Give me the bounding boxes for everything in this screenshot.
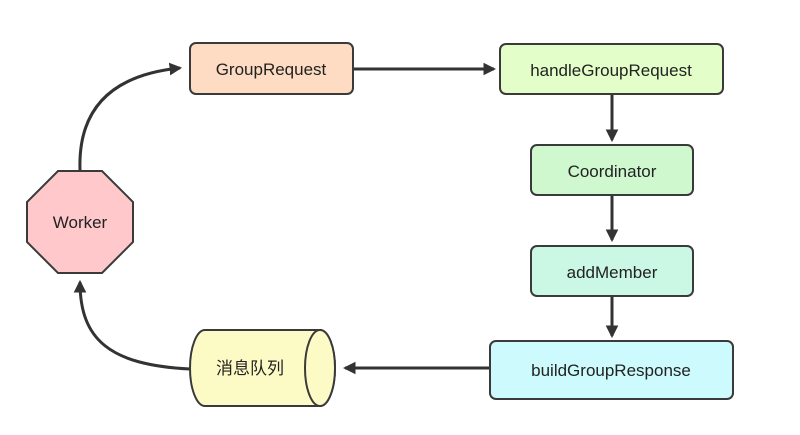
addmember-label: addMember [567,263,658,282]
node-build-group-response[interactable]: buildGroupResponse [489,340,734,400]
edges [73,62,619,375]
grouprequest-box [189,42,354,95]
coordinator-label: Coordinator [568,162,657,181]
node-handle-group-request[interactable]: handleGroupRequest [499,43,724,95]
buildgroupresponse-label: buildGroupResponse [531,361,691,380]
node-worker[interactable]: Worker [26,170,134,274]
grouprequest-label: GroupRequest [216,60,327,79]
queue-label: 消息队列 [216,359,284,379]
buildgroupresponse-box [489,340,734,400]
edge-worker-to-grouprequest [78,62,183,171]
handlegrouprequest-box [499,43,724,95]
edge-queue-to-worker [73,279,191,371]
handlegrouprequest-label: handleGroupRequest [530,61,692,80]
node-add-member[interactable]: addMember [530,245,694,297]
worker-octagon-shape [26,170,134,274]
coordinator-box [530,144,694,196]
node-coordinator[interactable]: Coordinator [530,144,694,196]
queue-cylinder-end [304,329,336,407]
node-group-request[interactable]: GroupRequest [189,42,354,95]
node-message-queue[interactable]: 消息队列 [189,329,336,407]
worker-label: Worker [53,213,108,232]
addmember-box [530,245,694,297]
